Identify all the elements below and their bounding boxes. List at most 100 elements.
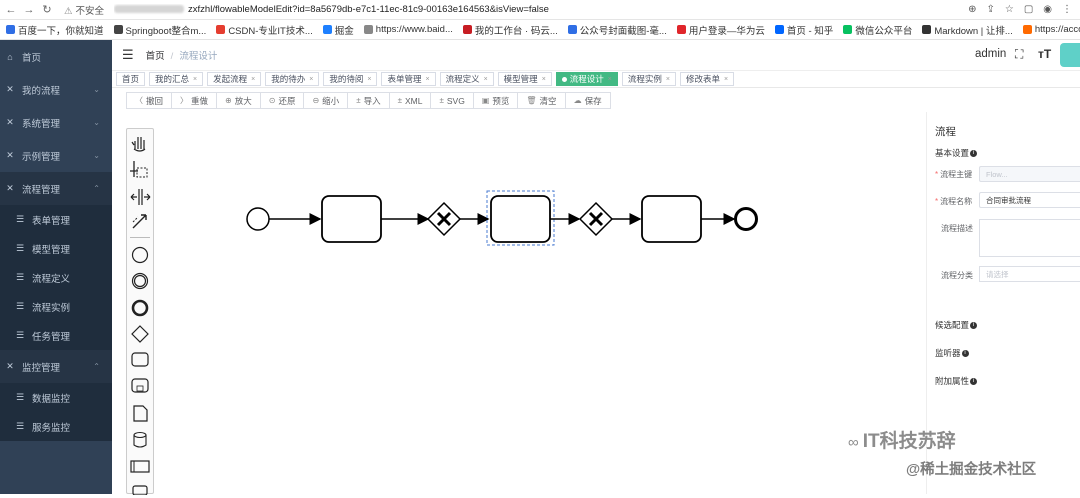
close-icon[interactable]: × xyxy=(425,75,430,83)
intermediate-event-tool-icon[interactable] xyxy=(131,272,149,290)
exclusive-gateway[interactable] xyxy=(578,201,614,237)
settings-button[interactable] xyxy=(1060,43,1080,67)
toolbar-button-0[interactable]: 〈撤回 xyxy=(126,92,173,109)
close-icon[interactable]: × xyxy=(607,75,612,83)
url-field[interactable]: zxfzhl/flowableModelEdit?id=8a5679db-e7c… xyxy=(114,4,549,15)
tag-2[interactable]: 发起流程× xyxy=(207,72,262,86)
submenu-item[interactable]: ☰表单管理 xyxy=(0,205,112,234)
gateway-tool-icon[interactable] xyxy=(131,325,149,343)
bookmark-item[interactable]: 首页 - 知乎 xyxy=(774,23,833,37)
hand-tool-icon[interactable] xyxy=(131,137,146,152)
submenu-item[interactable]: ☰模型管理 xyxy=(0,234,112,263)
tag-3[interactable]: 我的待办× xyxy=(265,72,320,86)
tag-8[interactable]: 流程设计× xyxy=(555,72,618,86)
bookmark-star-icon[interactable]: ☆ xyxy=(1004,4,1014,15)
profile-icon[interactable]: ◉ xyxy=(1043,4,1052,15)
translate-icon[interactable]: ⊕ xyxy=(968,4,977,15)
space-tool-icon[interactable] xyxy=(130,189,151,205)
forward-icon[interactable]: → xyxy=(23,3,35,16)
start-event-tool-icon[interactable] xyxy=(131,246,149,264)
end-event[interactable] xyxy=(734,207,758,231)
close-icon[interactable]: × xyxy=(724,75,729,83)
tab-icon[interactable]: ▢ xyxy=(1023,4,1034,15)
tag-10[interactable]: 修改表单× xyxy=(680,72,735,86)
user-task[interactable] xyxy=(641,195,702,243)
submenu-item[interactable]: ☰数据监控 xyxy=(0,383,112,412)
process-category-select[interactable]: 请选择 xyxy=(979,266,1080,282)
toolbar-button-5[interactable]: ±导入 xyxy=(347,92,390,109)
toolbar-button-9[interactable]: 🗑清空 xyxy=(517,92,566,109)
hamburger-icon[interactable]: ☰ xyxy=(122,47,134,62)
toolbar-button-4[interactable]: ⊖缩小 xyxy=(303,92,349,109)
toolbar-button-1[interactable]: 〉重做 xyxy=(171,92,218,109)
toolbar-button-8[interactable]: ▣预览 xyxy=(472,92,519,109)
sidebar-item-1[interactable]: ✕我的流程⌄ xyxy=(0,73,112,106)
tag-6[interactable]: 流程定义× xyxy=(439,72,494,86)
connect-tool-icon[interactable] xyxy=(132,214,147,229)
bookmark-item[interactable]: 我的工作台 · 码云... xyxy=(462,23,558,37)
close-icon[interactable]: × xyxy=(251,75,256,83)
tag-5[interactable]: 表单管理× xyxy=(381,72,436,86)
exclusive-gateway[interactable] xyxy=(426,201,462,237)
security-indicator[interactable]: ⚠不安全 xyxy=(64,5,105,17)
bookmark-item[interactable]: https://account.ali... xyxy=(1022,24,1080,35)
close-icon[interactable]: × xyxy=(483,75,488,83)
data-store-tool-icon[interactable] xyxy=(133,431,147,448)
toolbar-button-10[interactable]: ☁保存 xyxy=(564,92,611,109)
bookmark-item[interactable]: 百度一下，你就知道 xyxy=(6,23,104,37)
tag-1[interactable]: 我的汇总× xyxy=(149,72,204,86)
submenu-item[interactable]: ☰流程实例 xyxy=(0,292,112,321)
sidebar-item-2[interactable]: ✕系统管理⌄ xyxy=(0,106,112,139)
reload-icon[interactable]: ↻ xyxy=(42,4,52,16)
user-task-selected[interactable] xyxy=(490,195,551,243)
bookmark-item[interactable]: Springboot整合m... xyxy=(113,23,206,37)
sidebar-item-0[interactable]: ⌂首页 xyxy=(0,40,112,73)
sidebar-item-monitor[interactable]: ✕监控管理⌃ xyxy=(0,350,112,383)
bookmark-item[interactable]: 公众号封面截图-毫... xyxy=(567,23,667,37)
close-icon[interactable]: × xyxy=(665,75,670,83)
bookmark-item[interactable]: https://www.baid... xyxy=(363,24,453,35)
bookmark-item[interactable]: Markdown | 让排... xyxy=(922,23,1013,37)
subprocess-tool-icon[interactable] xyxy=(131,378,149,393)
tag-0[interactable]: 首页 xyxy=(116,72,146,86)
bpmn-canvas[interactable] xyxy=(112,112,926,494)
tag-9[interactable]: 流程实例× xyxy=(621,72,676,86)
user-name[interactable]: admin xyxy=(975,48,1007,60)
process-name-input[interactable]: 合同审批流程 xyxy=(979,192,1080,208)
back-icon[interactable]: ← xyxy=(5,3,17,16)
share-icon[interactable]: ⇪ xyxy=(986,4,995,15)
data-object-tool-icon[interactable] xyxy=(133,405,148,422)
process-key-input[interactable]: Flow... xyxy=(979,166,1080,182)
submenu-item[interactable]: ☰流程定义 xyxy=(0,263,112,292)
menu-icon[interactable]: ⋮ xyxy=(1062,4,1072,15)
submenu-item[interactable]: ☰服务监控 xyxy=(0,412,112,441)
process-desc-textarea[interactable] xyxy=(979,219,1080,257)
toolbar-button-2[interactable]: ⊕放大 xyxy=(216,92,261,109)
pool-tool-icon[interactable] xyxy=(130,460,150,473)
sidebar-item-3[interactable]: ✕示例管理⌄ xyxy=(0,139,112,172)
bookmark-item[interactable]: 微信公众平台 xyxy=(843,23,912,37)
submenu-item[interactable]: ☰任务管理 xyxy=(0,321,112,350)
end-event-tool-icon[interactable] xyxy=(131,299,149,317)
user-task[interactable] xyxy=(321,195,382,243)
tag-4[interactable]: 我的待阅× xyxy=(323,72,378,86)
toolbar-button-7[interactable]: ±SVG xyxy=(430,92,474,109)
bookmark-item[interactable]: 掘金 xyxy=(322,23,354,37)
task-tool-icon[interactable] xyxy=(131,352,149,367)
toolbar-button-3[interactable]: ⊙还原 xyxy=(259,92,305,109)
start-event[interactable] xyxy=(246,207,270,231)
fullscreen-icon[interactable]: ⛶ xyxy=(1015,47,1024,61)
close-icon[interactable]: × xyxy=(367,75,372,83)
font-size-icon[interactable]: ᴛT xyxy=(1038,47,1052,61)
sidebar-item-4[interactable]: ✕流程管理⌃ xyxy=(0,172,112,205)
close-icon[interactable]: × xyxy=(541,75,546,83)
close-icon[interactable]: × xyxy=(193,75,198,83)
breadcrumb-home[interactable]: 首页 xyxy=(145,51,165,62)
bookmark-item[interactable]: 用户登录—华为云 xyxy=(676,23,765,37)
tag-7[interactable]: 模型管理× xyxy=(497,72,552,86)
close-icon[interactable]: × xyxy=(309,75,314,83)
lasso-tool-icon[interactable] xyxy=(130,161,148,178)
